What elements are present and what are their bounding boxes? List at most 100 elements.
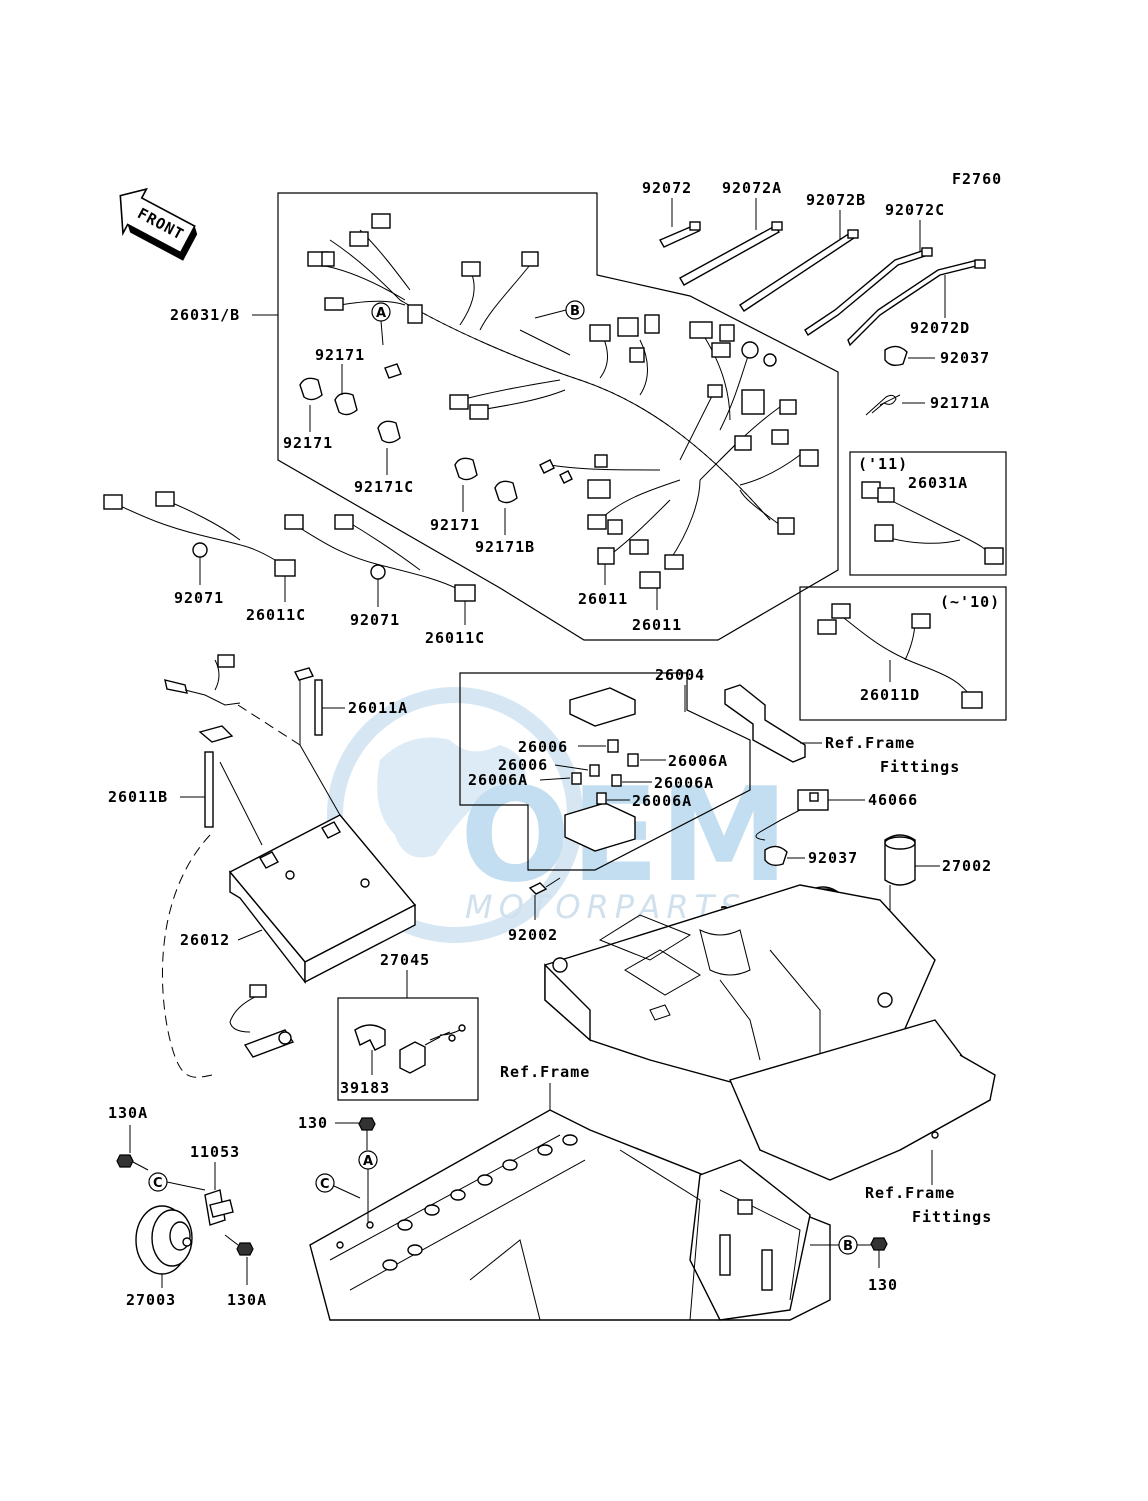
label-26006Ab: 26006A: [468, 771, 528, 789]
label-26006Ac: 26006A: [654, 774, 714, 792]
label-ref-frame: Ref.Frame: [500, 1063, 590, 1081]
variant-box-2011: [849, 451, 1007, 576]
frame-holes: [336, 1134, 578, 1271]
frame: [309, 1109, 831, 1321]
main-harness-outline: [277, 192, 839, 641]
label-26011Cb: 26011C: [425, 629, 485, 647]
battery-26012: [219, 744, 417, 985]
battery-cable-26011A: [293, 667, 323, 745]
label-92072C: 92072C: [885, 201, 945, 219]
label-92071b: 92071: [350, 611, 400, 629]
label-ref-frame-fittings-1a: Ref.Frame: [825, 734, 915, 752]
label-26012: 26012: [180, 931, 230, 949]
label-26031A: 26031A: [908, 474, 968, 492]
svg-text:A: A: [376, 306, 386, 321]
ref-circle-b-top: B: [534, 300, 585, 320]
ref-circle-b-frame: B: [810, 1235, 872, 1255]
label-ref-frame-fittings-1b: Fittings: [880, 758, 960, 776]
label-26006Ad: 26006A: [632, 792, 692, 810]
label-26011D: 26011D: [860, 686, 920, 704]
label-92071a: 92071: [174, 589, 224, 607]
label-27002a: 27002: [942, 857, 992, 875]
label-11053: 11053: [190, 1143, 240, 1161]
clip-92037a: [884, 345, 908, 367]
label-26011a: 26011: [578, 590, 628, 608]
ref-circle-c-horn: C: [148, 1172, 206, 1192]
ref-circle-a-frame: A: [358, 1150, 378, 1222]
label-92072B: 92072B: [806, 191, 866, 209]
harness-connectors: [307, 213, 819, 570]
label-92037a: 92037: [940, 349, 990, 367]
bracket: [724, 684, 806, 763]
label-92072D: 92072D: [910, 319, 970, 337]
clip-92037b: [764, 845, 788, 867]
connector-26011b: [639, 571, 661, 589]
leader-26012: [237, 929, 263, 941]
label-92171b: 92171: [283, 434, 333, 452]
connector-26011a: [597, 547, 615, 565]
bolt-130a: [358, 1117, 376, 1150]
fuse-cover: [569, 687, 636, 727]
figure-code: F2760: [952, 170, 1002, 188]
battery-dashed-routing: [161, 704, 301, 1078]
label-27003: 27003: [126, 1291, 176, 1309]
label-26011Ca: 26011C: [246, 606, 306, 624]
label-92171A: 92171A: [930, 394, 990, 412]
svg-text:B: B: [843, 1239, 853, 1254]
switch-27045: [354, 1024, 466, 1074]
svg-text:C: C: [153, 1176, 163, 1191]
label-92171B: 92171B: [475, 538, 535, 556]
subharness-26011C-a: [103, 491, 296, 577]
label-26031B: 26031/B: [170, 306, 240, 324]
battery-lead-lower: [229, 984, 295, 1058]
ref-circle-c-frame: C: [315, 1173, 361, 1199]
label-130a: 130: [298, 1114, 328, 1132]
label-ref-frame-fittings-2b: Fittings: [912, 1208, 992, 1226]
band-92171A: [865, 394, 901, 416]
label-130Aa: 130A: [108, 1104, 148, 1122]
harness-26031A: [861, 481, 1004, 565]
label-92171a: 92171: [315, 346, 365, 364]
seat-cover: [729, 1019, 996, 1181]
bolt-130Aa: [116, 1154, 149, 1171]
label-26006Aa: 26006A: [668, 752, 728, 770]
fusebox-outline: [459, 672, 751, 871]
fuses: [571, 739, 639, 805]
label-92072: 92072: [642, 179, 692, 197]
label-26004: 26004: [655, 666, 705, 684]
label-92171C: 92171C: [354, 478, 414, 496]
ref-circle-a-top: A: [371, 302, 391, 346]
leader-26006Ab: [539, 777, 571, 781]
harness-26011D: [817, 603, 983, 709]
label-26011A: 26011A: [348, 699, 408, 717]
cable-ties: [659, 221, 986, 347]
watermark-continents: [377, 737, 526, 858]
label-92037b: 92037: [808, 849, 858, 867]
label-92002: 92002: [508, 926, 558, 944]
label-92171c: 92171: [430, 516, 480, 534]
variant-to2010: (~'10): [940, 593, 1000, 611]
label-26011B: 26011B: [108, 788, 168, 806]
label-ref-frame-fittings-2a: Ref.Frame: [865, 1184, 955, 1202]
bolt-130b: [870, 1237, 888, 1268]
label-26006a: 26006: [518, 738, 568, 756]
label-130b: 130: [868, 1276, 898, 1294]
svg-text:C: C: [320, 1177, 330, 1192]
box-27045: [337, 997, 479, 1101]
svg-text:B: B: [570, 304, 580, 319]
clamp-92171-group: [299, 377, 518, 504]
label-26006b: 26006: [498, 756, 548, 774]
bolt-130Ab: [224, 1234, 254, 1256]
label-46066: 46066: [868, 791, 918, 809]
horn-27003: [135, 1205, 193, 1275]
svg-text:A: A: [363, 1154, 373, 1169]
variant-2011: ('11): [858, 455, 908, 473]
front-arrow: FRONT: [119, 187, 198, 261]
label-26011b: 26011: [632, 616, 682, 634]
label-92072A: 92072A: [722, 179, 782, 197]
battery-cable-26011B: [164, 654, 241, 828]
variant-box-to2010: [799, 586, 1007, 721]
subharness-26011C-b: [284, 514, 476, 602]
main-wiring-harness: [319, 229, 801, 561]
leader-26006b: [554, 764, 589, 771]
